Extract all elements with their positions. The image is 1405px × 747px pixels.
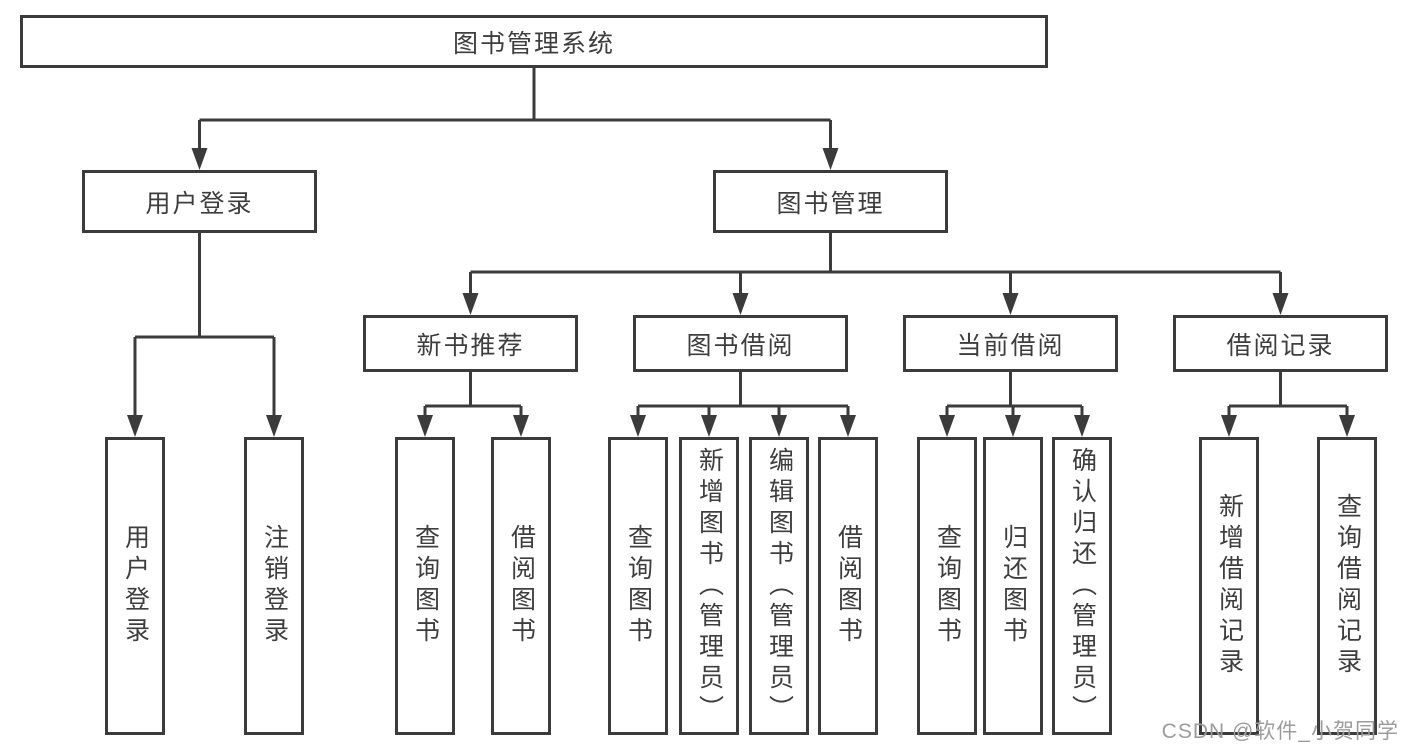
leaf-borrow-books-recommend: 借阅图书 — [491, 437, 551, 735]
leaf-confirm-return-admin: 确认归还（管理员） — [1052, 437, 1112, 735]
arrow-icon — [513, 415, 529, 437]
node-label: 新增图书（管理员） — [695, 446, 724, 726]
arrow-icon — [1272, 293, 1289, 315]
node-label: 归还图书 — [999, 524, 1028, 648]
arrow-icon — [1221, 415, 1237, 437]
leaf-add-book-admin: 新增图书（管理员） — [679, 437, 739, 735]
node-label: 编辑图书（管理员） — [765, 446, 794, 726]
arrow-icon — [266, 415, 282, 437]
arrowheads — [127, 148, 1355, 437]
node-library-system: 图书管理系统 — [20, 15, 1048, 68]
node-label: 图书管理系统 — [452, 29, 615, 58]
arrow-icon — [1339, 415, 1355, 437]
node-label: 查询图书 — [411, 524, 440, 648]
node-borrowing-records: 借阅记录 — [1173, 315, 1388, 372]
arrow-icon — [1074, 415, 1090, 437]
arrow-icon — [417, 415, 433, 437]
leaf-query-books-recommend: 查询图书 — [395, 437, 455, 735]
node-label: 图书管理 — [776, 189, 885, 218]
arrow-icon — [1005, 415, 1021, 437]
node-label: 确认归还（管理员） — [1068, 446, 1097, 726]
leaf-add-borrow-record: 新增借阅记录 — [1199, 437, 1259, 735]
node-new-book-recommend: 新书推荐 — [363, 315, 578, 372]
node-label: 图书借阅 — [686, 331, 795, 360]
node-label: 当前借阅 — [956, 331, 1065, 360]
arrow-icon — [462, 293, 479, 315]
arrow-icon — [127, 415, 143, 437]
node-label: 借阅记录 — [1226, 331, 1335, 360]
node-user-login: 用户登录 — [82, 170, 317, 233]
node-label: 新增借阅记录 — [1215, 493, 1244, 679]
arrow-icon — [732, 293, 749, 315]
node-label: 借阅图书 — [507, 524, 536, 648]
node-label: 查询借阅记录 — [1333, 493, 1362, 679]
arrow-icon — [840, 415, 856, 437]
leaf-borrow-books-borrowing: 借阅图书 — [818, 437, 878, 735]
node-label: 新书推荐 — [416, 331, 525, 360]
node-book-management: 图书管理 — [713, 170, 948, 233]
arrow-icon — [822, 148, 839, 170]
arrow-icon — [1002, 293, 1019, 315]
node-label: 用户登录 — [145, 189, 254, 218]
leaf-edit-book-admin: 编辑图书（管理员） — [749, 437, 809, 735]
leaf-query-borrow-record: 查询借阅记录 — [1317, 437, 1377, 735]
arrow-icon — [701, 415, 717, 437]
leaf-logout: 注销登录 — [244, 437, 304, 735]
node-label: 查询图书 — [933, 524, 962, 648]
arrow-icon — [771, 415, 787, 437]
watermark: CSDN @软件_小贺同学 — [1161, 720, 1399, 743]
node-label: 查询图书 — [624, 524, 653, 648]
node-book-borrowing: 图书借阅 — [633, 315, 848, 372]
node-label: 注销登录 — [260, 524, 289, 648]
leaf-user-login: 用户登录 — [105, 437, 165, 735]
arrow-icon — [939, 415, 955, 437]
leaf-return-books: 归还图书 — [983, 437, 1043, 735]
node-label: 用户登录 — [121, 524, 150, 648]
leaf-query-books-borrowing: 查询图书 — [608, 437, 668, 735]
arrow-icon — [630, 415, 646, 437]
node-current-borrowing: 当前借阅 — [903, 315, 1118, 372]
leaf-query-books-current: 查询图书 — [917, 437, 977, 735]
arrow-icon — [191, 148, 208, 170]
node-label: 借阅图书 — [834, 524, 863, 648]
